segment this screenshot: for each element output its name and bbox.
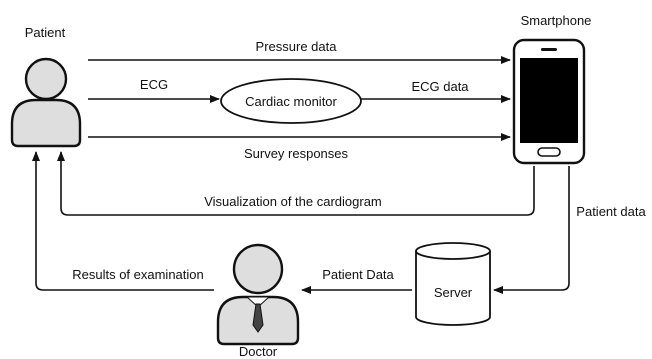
doctor-label: Doctor — [239, 344, 278, 359]
survey-responses-label: Survey responses — [244, 146, 349, 161]
patient-label: Patient — [25, 25, 66, 40]
cardiac-monitor-label: Cardiac monitor — [245, 94, 337, 109]
patient-data-to-server-label: Patient data — [576, 204, 646, 219]
pressure-data-label: Pressure data — [256, 39, 338, 54]
patient-data-to-doctor-label: Patient Data — [322, 267, 394, 282]
smartphone-label: Smartphone — [521, 13, 592, 28]
doctor-icon — [216, 243, 300, 346]
ecg-label: ECG — [140, 77, 168, 92]
server-label: Server — [434, 285, 473, 300]
ecg-data-label: ECG data — [411, 79, 469, 94]
smartphone-icon — [512, 38, 586, 165]
patient-icon — [10, 57, 82, 148]
results-arrow — [32, 151, 214, 291]
visualization-arrow — [57, 151, 535, 216]
visualization-label: Visualization of the cardiogram — [204, 194, 382, 209]
patient-data-to-server-arrow — [493, 166, 570, 294]
server-node — [415, 242, 491, 326]
cardiac-monitor-node — [220, 78, 362, 124]
results-label: Results of examination — [72, 267, 204, 282]
